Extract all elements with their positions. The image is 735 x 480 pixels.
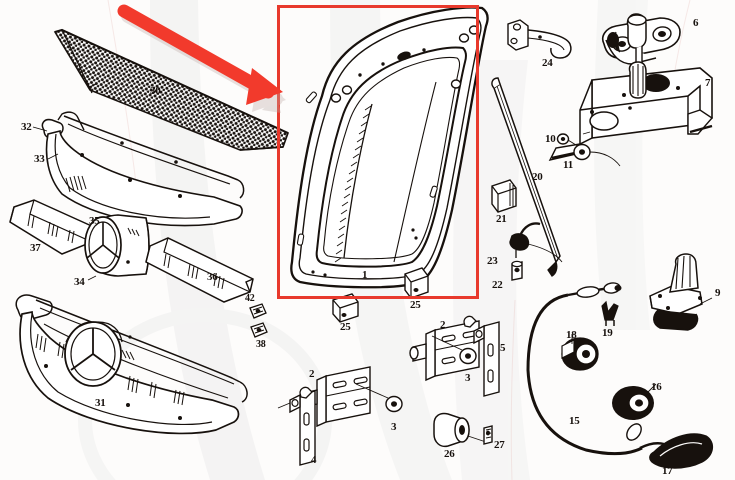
callout-26: 26 (444, 448, 455, 460)
part-1-door-window-frame (290, 6, 489, 289)
part-42-trim-clip (249, 303, 267, 319)
callout-30: 30 (150, 85, 161, 97)
part-17-release-handle (649, 433, 713, 469)
callout-5: 5 (500, 342, 506, 354)
callout-3a: 3 (391, 421, 397, 433)
part-15-release-cable (526, 282, 665, 456)
part-7-door-lock-housing (548, 61, 714, 162)
part-4-hinge-bracket (277, 390, 316, 466)
callout-17: 17 (662, 465, 673, 477)
part-36-trim-strip-right (145, 237, 254, 303)
callout-15: 15 (569, 415, 580, 427)
callout-3b: 3 (465, 372, 471, 384)
callout-7: 7 (705, 77, 711, 89)
callout-27: 27 (494, 439, 505, 451)
callout-22: 22 (492, 279, 503, 291)
part-37-trim-strip-left (9, 199, 97, 255)
callout-20: 20 (532, 171, 543, 183)
callout-23: 23 (487, 255, 498, 267)
part-31-radiator-grille-assembly (15, 294, 248, 435)
callout-16: 16 (651, 381, 662, 393)
callout-2b: 2 (440, 319, 446, 331)
part-34-star-emblem-ring (84, 214, 150, 281)
callout-6: 6 (693, 17, 699, 29)
part-26-hinge-bushing (433, 412, 487, 448)
callout-35: 35 (89, 215, 100, 227)
part-19-cable-clip (601, 300, 619, 326)
callout-38: 38 (256, 339, 266, 350)
part-25b-frame-clip (404, 267, 429, 299)
part-21-rod-clip (491, 179, 517, 213)
callout-18: 18 (566, 329, 577, 341)
callout-33: 33 (34, 153, 45, 165)
part-9-lock-striker-plate (649, 253, 713, 331)
callout-2a: 2 (309, 368, 315, 380)
callout-1: 1 (362, 269, 368, 281)
hinge-pin-lower (299, 386, 313, 399)
part-3a-hinge-washer (355, 383, 403, 413)
callout-31: 31 (95, 397, 106, 409)
callout-24: 24 (542, 57, 553, 69)
part-16-cable-grommet (612, 383, 657, 420)
callout-9: 9 (715, 287, 721, 299)
part-6-striker-pin-assembly (601, 13, 681, 67)
callout-10: 10 (545, 133, 556, 145)
part-18-cable-bushing (561, 334, 599, 371)
callout-34: 34 (74, 276, 85, 288)
part-38-trim-clip (250, 322, 268, 338)
part-20-lock-actuating-rod (491, 77, 561, 277)
callout-32: 32 (21, 121, 32, 133)
callout-25b: 25 (410, 299, 421, 311)
hinge-pin-upper (463, 315, 477, 328)
part-32-33-grille-surround (32, 111, 245, 227)
callout-36: 36 (207, 271, 218, 283)
callout-42: 42 (245, 293, 255, 304)
callout-37: 37 (30, 242, 41, 254)
part-3b-hinge-washer (431, 335, 477, 365)
callout-4: 4 (311, 454, 317, 466)
part-22-retaining-clip (511, 260, 523, 281)
part-23-lock-knob (509, 222, 563, 263)
callout-11: 11 (563, 159, 573, 171)
part-27-small-clip (483, 425, 493, 445)
part-10-lock-washer (556, 133, 585, 151)
callout-25a: 25 (340, 321, 351, 333)
part-24-door-latch-hook (507, 19, 572, 59)
callout-19: 19 (602, 327, 613, 339)
part-25a-frame-clip (332, 293, 359, 323)
callout-21: 21 (496, 213, 507, 225)
part-11-lock-washer-large (573, 143, 621, 167)
